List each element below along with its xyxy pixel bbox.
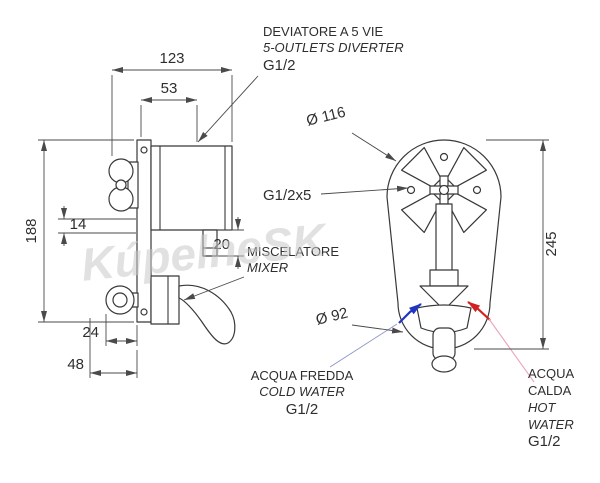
diverter-cross-handle — [400, 146, 488, 234]
label-acqua: ACQUA — [528, 366, 575, 381]
cold-water-arrow — [398, 303, 422, 324]
hot-leader-line — [488, 318, 535, 383]
label-deviatore: DEVIATORE A 5 VIE — [263, 24, 384, 39]
label-calda: CALDA — [528, 383, 572, 398]
dim-123: 123 — [159, 50, 184, 67]
cross-wing-sw — [400, 192, 442, 234]
cross-hub-screw — [438, 184, 450, 196]
dim-48: 48 — [67, 356, 84, 373]
dim-20: 20 — [213, 236, 230, 253]
dia92-arrow — [351, 324, 404, 334]
mixer-cover-front — [416, 304, 472, 334]
mixer-lever-front — [432, 327, 456, 361]
dim-245: 245 — [543, 231, 560, 256]
screw-e — [472, 185, 482, 195]
stem-flange — [429, 269, 459, 287]
dim-14: 14 — [70, 216, 87, 233]
label-acqua-fredda: ACQUA FREDDA — [251, 368, 354, 383]
dim-dia116: Ø 116 — [305, 104, 348, 130]
label-mixer-en: MIXER — [247, 260, 288, 275]
diverter-leader — [197, 75, 259, 143]
callouts: DEVIATORE A 5 VIE 5-OUTLETS DIVERTER G1/… — [183, 24, 575, 450]
diverter-knob-hub — [115, 179, 127, 191]
hot-water-arrow — [467, 301, 491, 321]
side-view: 123 53 188 14 20 24 48 — [23, 50, 244, 378]
dim-53: 53 — [161, 80, 178, 97]
mixer-body-side — [150, 275, 180, 325]
screw-n — [439, 152, 449, 162]
label-diverter-en: 5-OUTLETS DIVERTER — [263, 40, 404, 55]
label-hot: HOT — [528, 400, 557, 415]
mixer-lever-grip — [431, 355, 457, 373]
diverter-stem-side — [127, 161, 139, 209]
cross-wing-ne — [446, 146, 488, 188]
plate-screw-bottom — [140, 308, 148, 316]
plate-screw-top — [140, 146, 148, 154]
dim-188: 188 — [23, 218, 40, 243]
mixer-lever-side — [178, 284, 236, 345]
diverter-stem-front — [435, 203, 453, 273]
diverter-knob-lower — [108, 186, 134, 212]
label-hot-thread: G1/2 — [528, 433, 561, 450]
label-thread-g12x5: G1/2x5 — [263, 187, 311, 204]
mixer-leader — [183, 276, 245, 301]
label-miscelatore: MISCELATORE — [247, 244, 339, 259]
cold-leader-line — [329, 323, 398, 368]
dim-dia92: Ø 92 — [314, 304, 350, 328]
mixer-chevron — [419, 285, 469, 311]
cross-wing-nw — [400, 146, 442, 188]
mixer-knob-inner — [112, 292, 128, 308]
dia116-arrow — [351, 132, 397, 162]
side-wall-plate — [136, 139, 152, 323]
label-cold-thread: G1/2 — [286, 401, 319, 418]
cross-wing-se — [446, 192, 488, 234]
diverter-knob-upper — [108, 158, 134, 184]
label-cold-water: COLD WATER — [259, 384, 344, 399]
label-water: WATER — [528, 417, 574, 432]
screw-w — [406, 185, 416, 195]
label-diverter-thread: G1/2 — [263, 57, 296, 74]
thread-arrow — [320, 185, 409, 195]
outlet-tube-side — [202, 229, 218, 257]
valve-body-side — [150, 145, 233, 231]
dim-24: 24 — [82, 324, 99, 341]
